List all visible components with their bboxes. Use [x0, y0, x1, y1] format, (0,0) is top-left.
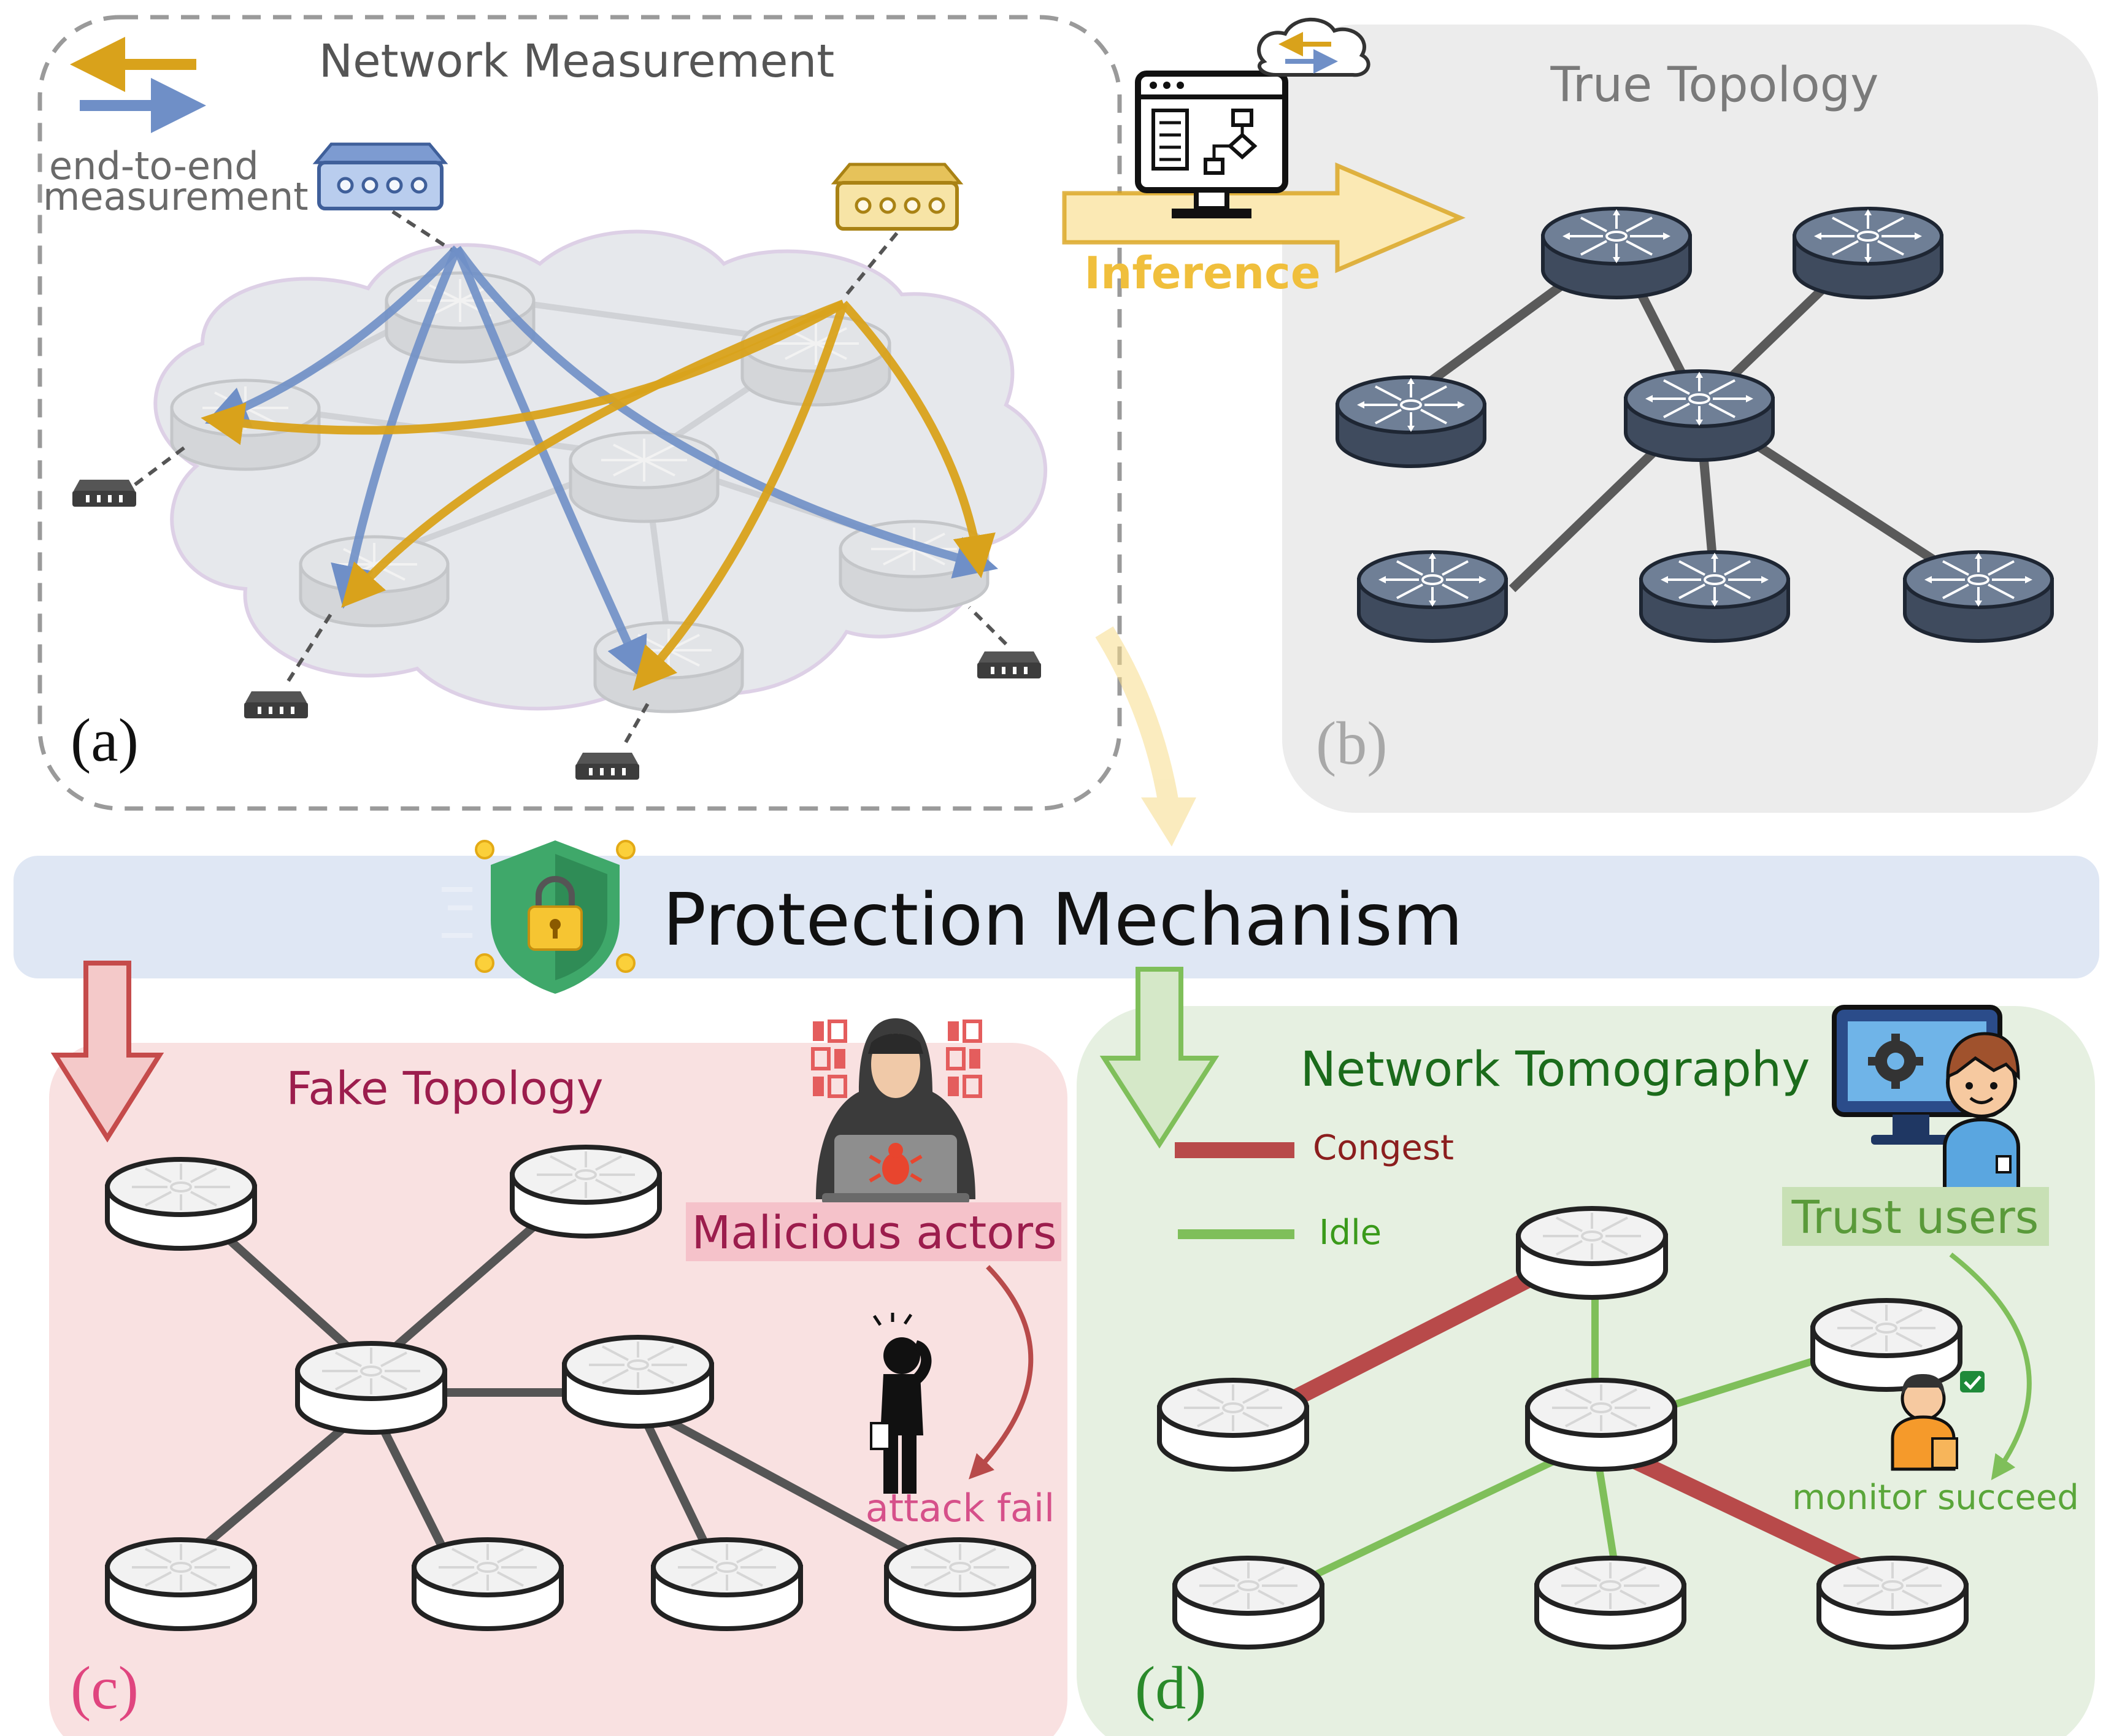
- tomo-router: [1819, 1558, 1966, 1647]
- fake-router: [512, 1147, 659, 1236]
- panel-a-tag: (a): [71, 706, 139, 774]
- panel-c: Fake Topology: [50, 961, 1061, 1722]
- attack-arrow: [969, 1265, 1034, 1480]
- true-router: [1905, 552, 2052, 641]
- panel-d-title: Network Tomography: [1301, 1042, 1810, 1097]
- b-to-protection-arrow: [1095, 626, 1196, 847]
- fake-router: [886, 1540, 1034, 1629]
- cloud-router: [840, 521, 988, 610]
- tomo-router: [1528, 1380, 1675, 1469]
- fake-router: [414, 1540, 561, 1629]
- frustrated-person-icon: [870, 1313, 932, 1494]
- gold-measurement-paths: [201, 299, 996, 691]
- tomo-router: [1537, 1558, 1684, 1647]
- protection-label: Protection Mechanism: [663, 877, 1463, 962]
- fake-router: [107, 1540, 255, 1629]
- attack-result-label: attack fail: [866, 1486, 1055, 1531]
- host-switch: [244, 691, 308, 718]
- panel-a: Network Measurement end-to-end measureme…: [37, 15, 1122, 811]
- true-router: [1626, 371, 1773, 460]
- monitor-arrow: [1949, 1252, 2032, 1481]
- tomo-router: [1813, 1300, 1960, 1389]
- actor-label: Malicious actors: [691, 1207, 1056, 1259]
- true-router: [1794, 209, 1942, 298]
- cloud-router: [571, 432, 718, 521]
- host-links: [134, 210, 1008, 743]
- panel-d-down-arrow: [1099, 967, 1220, 1149]
- true-router: [1359, 552, 1506, 641]
- fake-router: [653, 1540, 801, 1629]
- panel-d-tag: (d): [1135, 1654, 1207, 1722]
- tomo-router: [1175, 1558, 1322, 1647]
- gear-icon: [1868, 1034, 1923, 1089]
- panel-c-title: Fake Topology: [286, 1062, 603, 1115]
- admin-monitor-icon: [1832, 1005, 2020, 1192]
- legend-congest-label: Congest: [1313, 1128, 1454, 1168]
- legend-label-line-1: end-to-end: [49, 144, 259, 188]
- panel-d: Network Tomography Congest Idle: [1099, 967, 2079, 1722]
- tomo-router: [1518, 1208, 1666, 1297]
- inference-computer-icon: [1135, 71, 1288, 218]
- panel-a-title: Network Measurement: [319, 35, 835, 88]
- blue-source-device: [312, 142, 448, 210]
- panel-a-border: [37, 15, 1122, 811]
- actor-label-highlight: [686, 1202, 1061, 1261]
- panel-b-tag: (b): [1316, 709, 1388, 777]
- trusted-user-icon: [1891, 1371, 1985, 1471]
- inference-arrow: Inference: [1062, 162, 1466, 299]
- tomo-router: [1159, 1380, 1307, 1469]
- host-switch: [72, 480, 136, 507]
- panel-c-down-arrow: [50, 961, 164, 1143]
- fake-router: [564, 1337, 712, 1426]
- exchange-cloud-icon: [1257, 17, 1370, 77]
- panel-c-tag: (c): [71, 1654, 139, 1722]
- cloud-router: [595, 623, 742, 712]
- inference-label: Inference: [1084, 247, 1320, 299]
- legend-label-line-2: measurement: [43, 174, 309, 219]
- monitor-result-label: monitor succeed: [1792, 1478, 2079, 1518]
- cloud-router: [301, 537, 448, 626]
- fake-router: [298, 1343, 445, 1432]
- fake-router: [107, 1159, 255, 1248]
- protection-mechanism-bar: Protection Mechanism: [13, 840, 2099, 994]
- user-label: Trust users: [1791, 1191, 2039, 1244]
- panel-b: True Topology (b): [1316, 58, 2052, 777]
- host-switch: [977, 651, 1041, 678]
- legend-idle-label: Idle: [1319, 1213, 1382, 1253]
- gold-source-device: [831, 163, 964, 231]
- hacker-icon: [811, 1018, 982, 1204]
- panel-b-title: True Topology: [1550, 58, 1879, 113]
- true-router: [1543, 209, 1690, 298]
- host-switch: [575, 753, 639, 780]
- bug-icon: [869, 1143, 923, 1185]
- true-router: [1337, 377, 1485, 466]
- blue-measurement-paths: [205, 245, 999, 682]
- true-router: [1641, 552, 1788, 641]
- shield-lock-icon: [442, 840, 636, 994]
- user-label-highlight: [1782, 1187, 2049, 1246]
